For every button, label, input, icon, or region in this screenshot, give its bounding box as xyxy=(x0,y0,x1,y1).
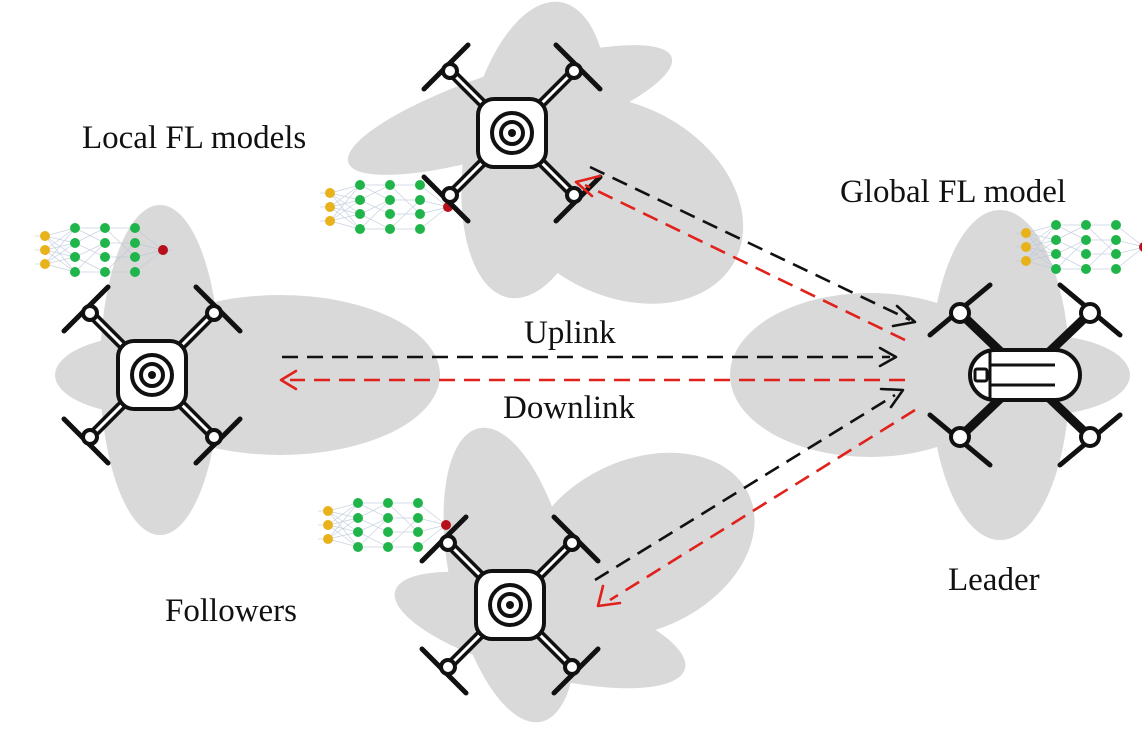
local-models-label: Local FL models xyxy=(82,120,306,156)
leader-drone-icon xyxy=(927,282,1123,468)
global-model-label: Global FL model xyxy=(840,174,1066,210)
uplink-arrowheads xyxy=(878,304,917,409)
downlink-arrowheads xyxy=(279,174,622,608)
uplink-label: Uplink xyxy=(524,315,616,351)
leader-label: Leader xyxy=(948,562,1040,598)
uplink-arrows xyxy=(282,165,911,582)
followers-label: Followers xyxy=(165,593,297,629)
neural-network-icon xyxy=(317,497,457,553)
lobe-follower-left xyxy=(55,205,440,535)
downlink-arrows xyxy=(290,183,916,602)
downlink-label: Downlink xyxy=(503,390,636,426)
lobe-follower-bottom xyxy=(394,427,755,723)
